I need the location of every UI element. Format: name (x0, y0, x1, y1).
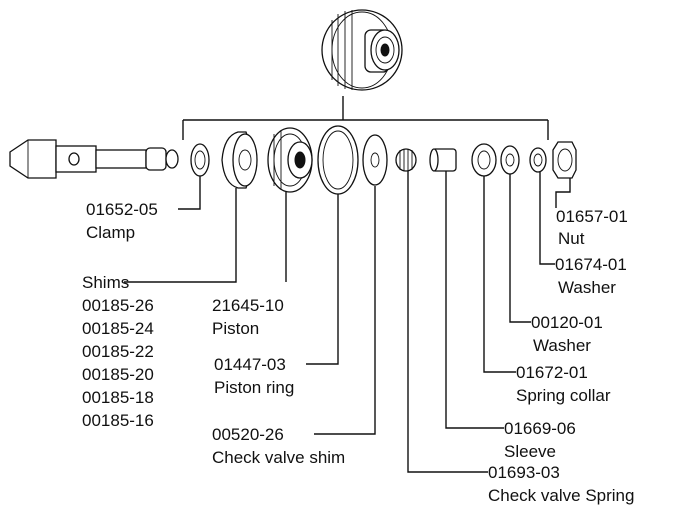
nut-illustration (552, 141, 577, 179)
shims-code-6: 00185-16 (82, 411, 154, 430)
label-washer-00120-01: 00120-01 Washer (531, 313, 603, 355)
piston-name: Piston (212, 319, 259, 338)
assembly-bracket (182, 96, 549, 140)
nut-code: 01657-01 (556, 207, 628, 226)
check-valve-spring-code: 01693-03 (488, 463, 560, 482)
nut-name: Nut (558, 229, 585, 248)
label-piston-ring: 01447-03 Piston ring (214, 355, 294, 397)
piston-ring-code: 01447-03 (214, 355, 286, 374)
label-washer-01674-01: 01674-01 Washer (555, 255, 627, 297)
label-piston: 21645-10 Piston (212, 296, 284, 338)
label-shims: Shims 00185-26 00185-24 00185-22 00185-2… (82, 273, 154, 430)
leader-lines (124, 171, 571, 473)
check-valve-shim-name: Check valve shim (212, 448, 345, 467)
sleeve-code: 01669-06 (504, 419, 576, 438)
piston-illustration (267, 127, 313, 193)
check-valve-spring-name: Check valve Spring (488, 486, 634, 505)
washer-00120-01-name: Washer (533, 336, 591, 355)
check-valve-spring-illustration (395, 148, 417, 172)
piston-code: 21645-10 (212, 296, 284, 315)
spring-collar-name: Spring collar (516, 386, 611, 405)
washer-01674-01-name: Washer (558, 278, 616, 297)
shims-code-2: 00185-24 (82, 319, 154, 338)
check-valve-shim-code: 00520-26 (212, 425, 284, 444)
shims-illustration (221, 131, 258, 189)
clamp-name: Clamp (86, 223, 135, 242)
shims-code-4: 00185-20 (82, 365, 154, 384)
spring-collar-code: 01672-01 (516, 363, 588, 382)
piston-ring-name: Piston ring (214, 378, 294, 397)
label-clamp: 01652-05 Clamp (86, 200, 158, 242)
sleeve-illustration (429, 148, 457, 172)
label-check-valve-shim: 00520-26 Check valve shim (212, 425, 345, 467)
clamp-illustration (190, 143, 210, 177)
check-valve-shim-illustration (362, 134, 388, 186)
label-check-valve-spring: 01693-03 Check valve Spring (488, 463, 634, 505)
assembled-piston-illustration (321, 9, 403, 91)
washer-00120-01-code: 00120-01 (531, 313, 603, 332)
shims-code-1: 00185-26 (82, 296, 154, 315)
piston-rod-illustration (9, 139, 179, 179)
label-spring-collar: 01672-01 Spring collar (516, 363, 611, 405)
label-nut: 01657-01 Nut (556, 207, 628, 248)
label-sleeve: 01669-06 Sleeve (504, 419, 576, 461)
washer-01674-01-illustration (529, 147, 547, 173)
washer-01674-01-code: 01674-01 (555, 255, 627, 274)
shims-code-3: 00185-22 (82, 342, 154, 361)
shims-name: Shims (82, 273, 129, 292)
spring-collar-illustration (471, 143, 497, 177)
sleeve-name: Sleeve (504, 442, 556, 461)
shims-code-5: 00185-18 (82, 388, 154, 407)
clamp-code: 01652-05 (86, 200, 158, 219)
washer-00120-01-illustration (500, 145, 520, 175)
piston-ring-illustration (317, 125, 359, 195)
